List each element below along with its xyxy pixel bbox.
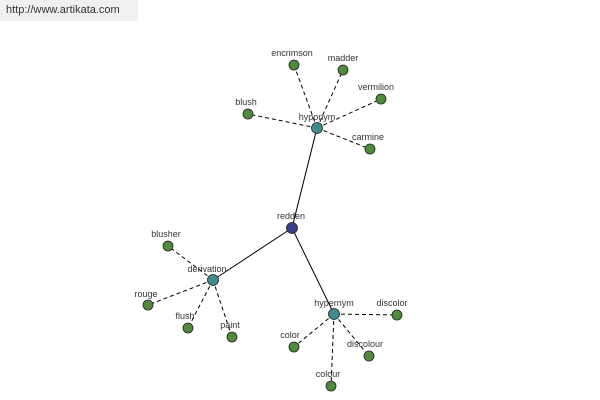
node-hypernym[interactable]: hypernym [314,298,354,320]
node-label-carmine[interactable]: carmine [352,132,384,142]
edge-hypernym-discolor [333,313,398,316]
node-circle-blush[interactable] [242,108,254,120]
node-encrimson[interactable]: encrimson [271,48,313,71]
node-blusher[interactable]: blusher [151,229,181,252]
node-carmine[interactable]: carmine [352,132,384,155]
node-circle-blusher[interactable] [162,240,174,252]
graph-edges [147,64,398,387]
node-label-hypernym[interactable]: hypernym [314,298,354,308]
node-circle-colour[interactable] [325,380,337,392]
node-circle-flush[interactable] [182,322,194,334]
node-circle-redden[interactable] [286,222,298,234]
node-circle-paint[interactable] [226,331,238,343]
node-label-vermilion[interactable]: vermilion [358,82,394,92]
node-label-madder[interactable]: madder [328,53,359,63]
node-circle-vermilion[interactable] [375,93,387,105]
edge-hyponym-blush [247,113,318,129]
graph-nodes: redden hyponym derivation hypernym encrimson… [134,48,408,392]
node-colour[interactable]: colour [316,369,341,392]
node-discolour[interactable]: discolour [347,339,383,362]
node-circle-discolour[interactable] [363,350,375,362]
node-derivation[interactable]: derivation [187,264,227,286]
node-label-colour[interactable]: colour [316,369,341,379]
node-label-discolour[interactable]: discolour [347,339,383,349]
site-url[interactable]: http://www.artikata.com [0,0,138,21]
node-label-blush[interactable]: blush [235,97,257,107]
edge-redden-hypernym [291,227,335,315]
edge-derivation-flush [187,279,214,329]
edge-hypernym-colour [330,313,335,387]
edge-hyponym-vermilion [316,98,382,129]
node-label-blusher[interactable]: blusher [151,229,181,239]
edge-derivation-paint [212,279,233,338]
edge-derivation-rouge [147,279,214,306]
node-blush[interactable]: blush [235,97,257,120]
node-vermilion[interactable]: vermilion [358,82,394,105]
node-label-encrimson[interactable]: encrimson [271,48,313,58]
node-label-paint[interactable]: paint [220,320,240,330]
node-label-discolor[interactable]: discolor [376,298,407,308]
node-circle-hyponym[interactable] [311,122,323,134]
node-madder[interactable]: madder [328,53,359,76]
node-redden[interactable]: redden [277,211,305,234]
node-label-rouge[interactable]: rouge [134,289,157,299]
node-circle-color[interactable] [288,341,300,353]
node-circle-rouge[interactable] [142,299,154,311]
node-discolor[interactable]: discolor [376,298,408,321]
node-label-redden[interactable]: redden [277,211,305,221]
node-label-color[interactable]: color [280,330,300,340]
node-color[interactable]: color [280,330,300,353]
node-circle-carmine[interactable] [364,143,376,155]
edge-hypernym-color [293,313,335,348]
edge-redden-hyponym [291,127,318,229]
node-circle-madder[interactable] [337,64,349,76]
edge-derivation-blusher [167,245,214,281]
node-flush[interactable]: flush [175,311,195,334]
node-hyponym[interactable]: hyponym [299,112,336,134]
edge-hypernym-discolour [333,313,370,357]
edge-redden-derivation [212,227,293,281]
node-circle-derivation[interactable] [207,274,219,286]
node-label-derivation[interactable]: derivation [187,264,226,274]
node-circle-discolor[interactable] [391,309,403,321]
node-label-hyponym[interactable]: hyponym [299,112,336,122]
node-circle-hypernym[interactable] [328,308,340,320]
edge-hyponym-madder [316,69,344,129]
edge-hyponym-carmine [316,127,371,150]
node-paint[interactable]: paint [220,320,240,343]
node-rouge[interactable]: rouge [134,289,158,311]
node-circle-encrimson[interactable] [288,59,300,71]
node-label-flush[interactable]: flush [175,311,194,321]
